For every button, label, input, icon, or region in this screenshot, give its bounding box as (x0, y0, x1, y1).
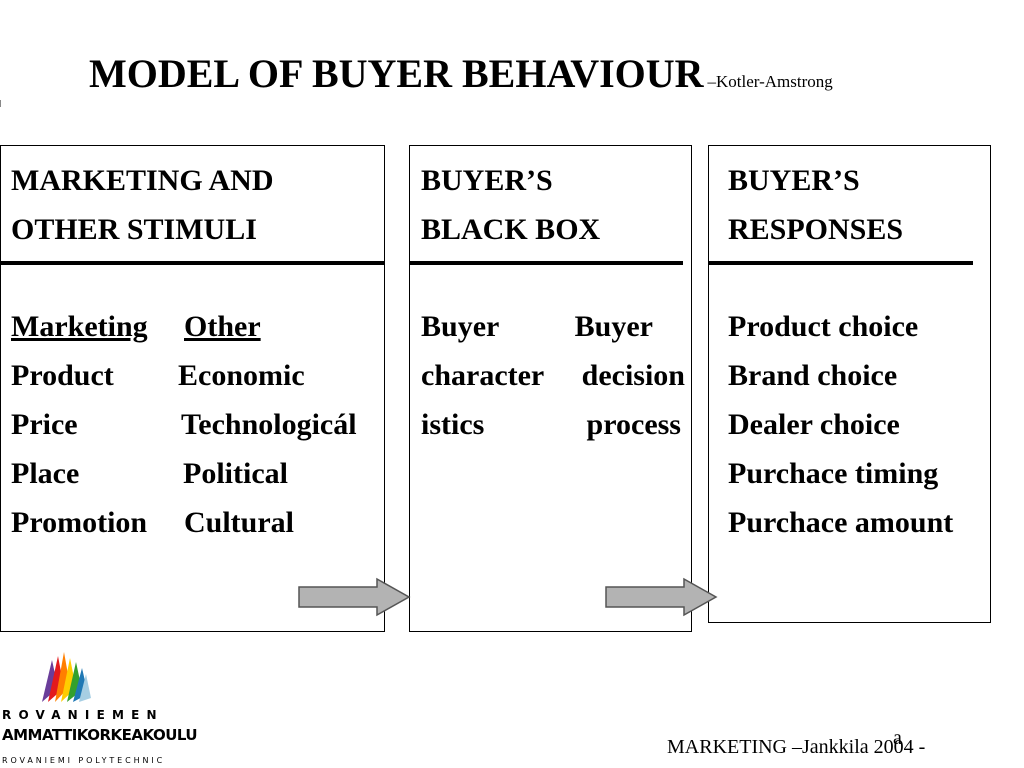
page-title: MODEL OF BUYER BEHAVIOUR –Kotler-Amstron… (89, 50, 833, 97)
responses-list: Product choice Brand choice Dealer choic… (728, 302, 953, 547)
marketing-column-header: Marketing (11, 310, 148, 343)
stimuli-box (0, 145, 385, 632)
buyer-characteristics-line: character (421, 359, 545, 392)
marketing-item: Promotion (11, 506, 148, 539)
polytechnic-logo-icon (42, 652, 91, 702)
arrow-right-icon (605, 577, 718, 617)
response-item: Brand choice (728, 359, 898, 392)
stimuli-heading-line1: MARKETING AND (11, 164, 274, 197)
responses-heading-line1: BUYER’S (728, 164, 860, 197)
footer-stray-char: a (893, 727, 902, 749)
logo-text-line3: ROVANIEMI POLYTECHNIC (2, 756, 166, 765)
marketing-item: Place (11, 457, 80, 490)
buyer-decision-line: Buyer (574, 310, 653, 343)
black-box-content: Buyer character istics Buyer decision pr… (421, 302, 685, 452)
logo-text-line2: AMMATTIKORKEAKOULU (2, 726, 198, 744)
marketing-item: Price (11, 408, 78, 441)
black-box (409, 145, 692, 632)
responses-heading: BUYER’S RESPONSES (728, 156, 903, 254)
stimuli-heading-line2: OTHER STIMULI (11, 213, 257, 246)
arrow-shape (298, 577, 411, 617)
other-item: Political (183, 457, 288, 490)
edge-mark (0, 100, 1, 107)
footer-text: MARKETING –Jankkila 2004 - (667, 736, 926, 758)
arrow-right-icon (298, 577, 411, 617)
black-box-heading-rule (410, 261, 683, 265)
response-item: Dealer choice (728, 408, 900, 441)
other-item: Cultural (184, 506, 295, 539)
buyer-decision-line: decision (581, 359, 685, 392)
other-item: Economic (178, 359, 305, 392)
buyer-characteristics-line: istics (421, 408, 485, 441)
response-item: Purchace amount (728, 506, 954, 539)
responses-heading-rule (709, 261, 973, 265)
black-box-heading: BUYER’S BLACK BOX (421, 156, 600, 254)
response-item: Product choice (728, 310, 919, 343)
title-subtitle: –Kotler-Amstrong (707, 72, 833, 91)
logo-text-line1: ROVANIEMEN (2, 708, 164, 722)
marketing-item: Product (11, 359, 114, 392)
arrow-shape (605, 577, 718, 617)
title-main: MODEL OF BUYER BEHAVIOUR (89, 51, 704, 96)
stimuli-heading-rule (0, 261, 384, 265)
stimuli-heading: MARKETING AND OTHER STIMULI (11, 156, 274, 254)
responses-box (708, 145, 991, 623)
black-box-heading-line2: BLACK BOX (421, 213, 601, 246)
buyer-characteristics-line: Buyer (421, 310, 500, 343)
black-box-heading-line1: BUYER’S (421, 164, 553, 197)
other-item: Technologicál (181, 408, 357, 441)
buyer-decision-line: process (586, 408, 681, 441)
other-column-header: Other (184, 310, 261, 343)
response-item: Purchace timing (728, 457, 939, 490)
responses-heading-line2: RESPONSES (728, 213, 904, 246)
